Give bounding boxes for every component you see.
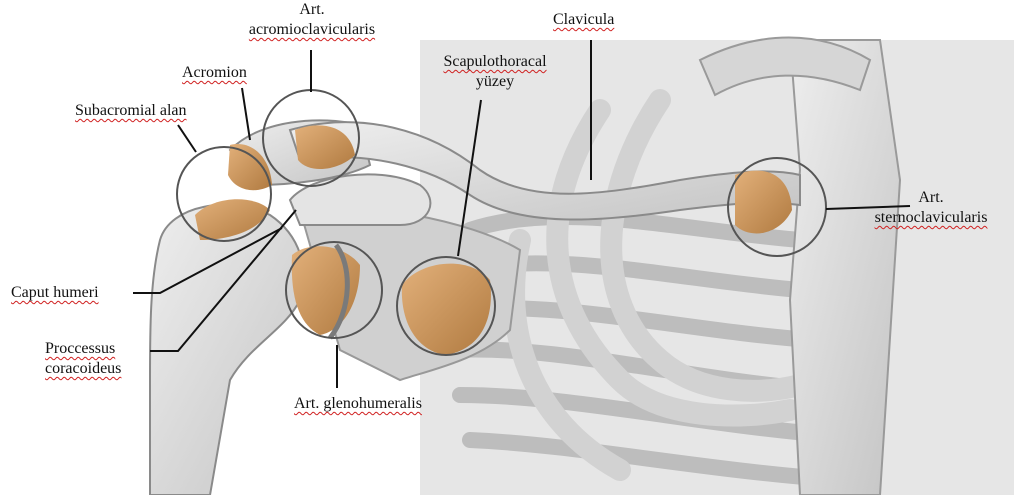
label-art-acromioclavicularis-line1: Art. (232, 0, 392, 20)
leader-subacromial (178, 125, 196, 152)
label-processus-line2: coracoideus (45, 359, 121, 379)
label-caput-humeri: Caput humeri (11, 283, 99, 303)
label-processus-line1: Proccessus (45, 339, 121, 359)
humerus (150, 205, 304, 495)
sternum (790, 40, 900, 495)
label-art-acromioclavicularis-line2: acromioclavicularis (232, 20, 392, 40)
label-art-sternoclavicularis: Art. sternoclavicularis (852, 188, 1010, 228)
label-processus-coracoideus: Proccessus coracoideus (45, 339, 121, 379)
label-scapulothoracal-yuzey: Scapulothoracal yüzey (420, 52, 570, 92)
label-art-glenohumeralis-text: Art. glenohumeralis (294, 395, 422, 412)
leader-acromion (242, 88, 250, 140)
label-scapulothoracal-line1: Scapulothoracal (420, 52, 570, 72)
label-acromion: Acromion (182, 63, 247, 83)
label-clavicula: Clavicula (553, 10, 614, 30)
label-art-sternoclavicularis-line1: Art. (852, 188, 1010, 208)
label-art-glenohumeralis: Art. glenohumeralis (294, 394, 422, 414)
label-subacromial-alan: Subacromial alan (75, 101, 187, 121)
label-art-sternoclavicularis-line2: sternoclavicularis (852, 208, 1010, 228)
label-subacromial-alan-text: Subacromial alan (75, 102, 187, 119)
label-art-acromioclavicularis: Art. acromioclavicularis (232, 0, 392, 40)
label-scapulothoracal-line2: yüzey (420, 72, 570, 92)
